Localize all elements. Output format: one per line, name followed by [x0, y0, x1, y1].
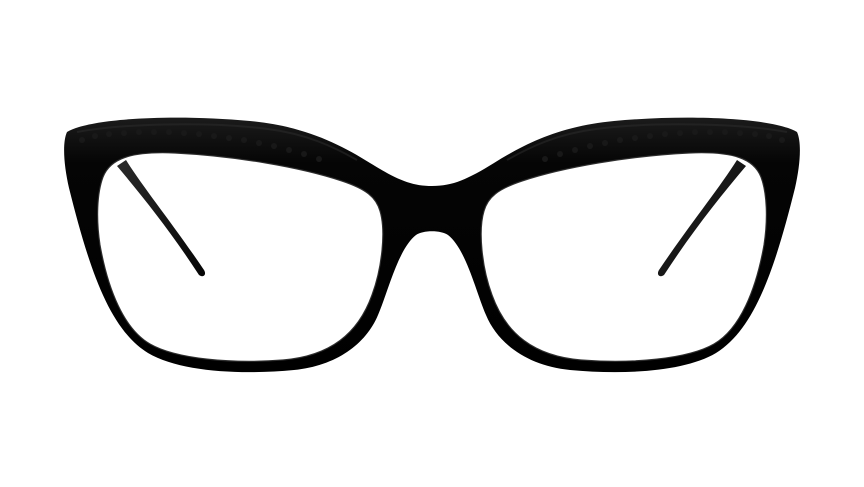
right-lens	[480, 152, 767, 362]
left-lens	[97, 152, 384, 362]
frame-highlight-left	[76, 123, 358, 161]
left-temple-overlay	[117, 160, 206, 277]
right-temple-overlay	[657, 160, 746, 277]
brow-texture	[79, 129, 785, 162]
glasses-frame	[64, 117, 800, 373]
frame-highlight-right	[506, 123, 788, 161]
